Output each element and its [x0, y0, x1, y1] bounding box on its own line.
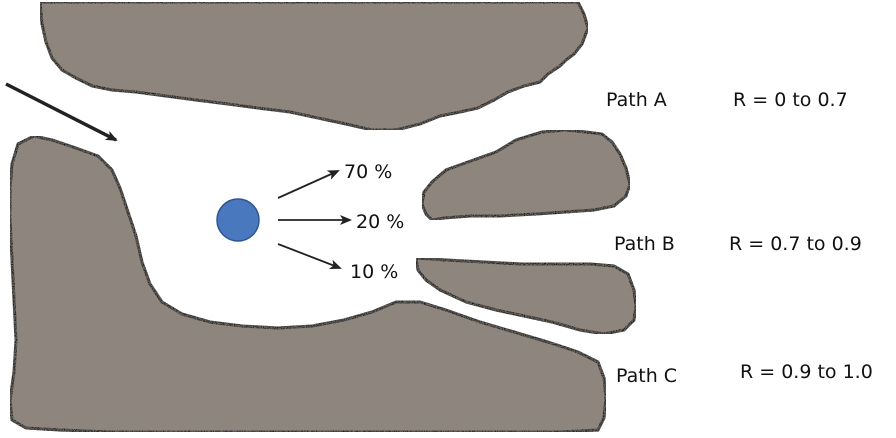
percentage-70-label: 70 % — [344, 161, 392, 183]
percentage-20-label: 20 % — [356, 211, 404, 233]
arrow-to-10 — [278, 244, 340, 268]
upper-right-rock — [422, 130, 630, 220]
inflow-arrow — [6, 84, 116, 140]
top-rock — [40, 2, 588, 130]
path-b-range: R = 0.7 to 0.9 — [729, 233, 862, 255]
path-c-label: Path C — [616, 365, 677, 387]
percentage-10-label: 10 % — [350, 261, 398, 283]
arrow-to-70 — [278, 171, 338, 198]
path-a-label: Path A — [606, 89, 667, 111]
particle-circle — [217, 199, 259, 241]
path-a-range: R = 0 to 0.7 — [733, 89, 848, 111]
path-b-label: Path B — [614, 233, 675, 255]
path-c-range: R = 0.9 to 1.0 — [740, 361, 873, 383]
